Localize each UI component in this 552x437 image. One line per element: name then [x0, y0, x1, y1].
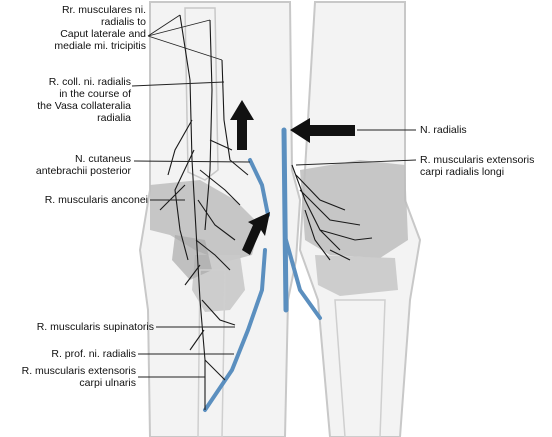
left-blue-branch-upper	[248, 158, 270, 217]
left-muscle-region-mid	[172, 235, 212, 280]
nerve-branch	[204, 359, 226, 381]
black-nerves-left	[159, 14, 249, 410]
left-limb	[138, 0, 302, 437]
left-muscle-region-upper	[150, 180, 260, 262]
nerve-branch	[189, 329, 205, 351]
nerve-branch	[199, 169, 241, 206]
nerve-branch	[291, 164, 341, 251]
nerve-branch	[209, 139, 233, 151]
label-r-coll-radialis: R. coll. ni. radialis in the course of t…	[37, 76, 131, 124]
arrow-diagonal	[242, 212, 270, 255]
label-rr-musculares: Rr. musculares ni. radialis to Caput lat…	[54, 4, 146, 52]
label-r-prof: R. prof. ni. radialis	[51, 348, 136, 360]
label-r-ext-carpi-radialis: R. muscularis extensoris carpi radialis …	[420, 154, 535, 178]
nerve-branch	[319, 229, 373, 241]
nerve-branch	[204, 19, 213, 231]
nerve-branch	[299, 189, 361, 226]
left-bone-humerus	[184, 7, 219, 181]
arrows	[230, 100, 355, 255]
right-muscle-region-lower	[315, 255, 398, 296]
leader-lines	[131, 14, 417, 378]
nerve-branch	[195, 239, 231, 271]
nerve-branch	[329, 249, 351, 261]
left-bone-forearm	[197, 269, 226, 437]
label-r-supinatoris: R. muscularis supinatoris	[36, 321, 154, 333]
label-n-cutaneus: N. cutaneus antebrachii posterior	[35, 153, 131, 177]
arrow-up	[230, 100, 254, 150]
blue-nerves	[203, 127, 322, 412]
label-r-anconei: R. muscularis anconei	[44, 194, 148, 206]
leader-r-coll	[131, 81, 225, 87]
arrow-left	[290, 118, 355, 143]
n-radialis-deep-branch	[284, 238, 322, 320]
right-forearm-outline	[334, 299, 386, 437]
leader-rr-musculares	[147, 14, 223, 61]
nerve-branch	[295, 174, 346, 211]
nerve-branch	[304, 209, 331, 261]
left-blue-branch-lower	[203, 248, 267, 412]
label-r-ext-carpi-ulnaris: R. muscularis extensoris carpi ulnaris	[21, 365, 136, 389]
nerve-branch	[174, 149, 195, 261]
nerve-branch	[197, 199, 236, 241]
nerve-branch	[221, 59, 249, 176]
leader-r-ext-carpi-radialis	[295, 159, 417, 166]
nerve-branch	[184, 264, 201, 286]
right-limb	[298, 1, 422, 437]
nerve-branch	[201, 299, 236, 326]
leader-n-cutaneus	[133, 160, 251, 163]
nerve-branch	[167, 119, 193, 176]
label-n-radialis: N. radialis	[420, 124, 467, 136]
n-radialis-trunk	[281, 127, 289, 313]
right-muscle-region-upper	[300, 160, 408, 258]
black-nerves-right	[291, 164, 373, 261]
